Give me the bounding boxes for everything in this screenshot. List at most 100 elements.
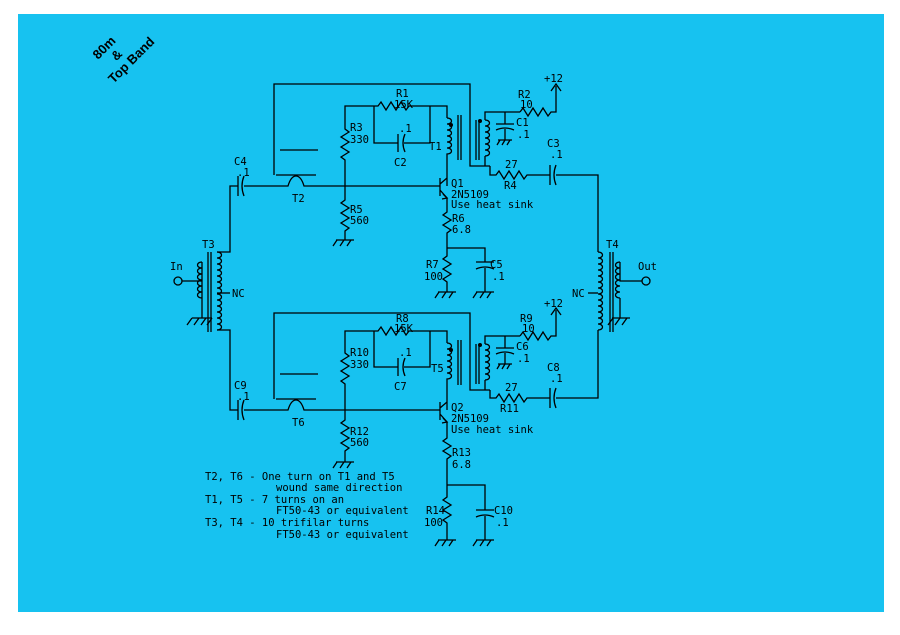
r3-resistor <box>339 105 374 186</box>
r14-ref: R14 <box>426 505 445 517</box>
q2-transistor <box>439 399 448 430</box>
t5-coil-left <box>446 342 453 399</box>
lower-stage: C9 .1 T6 R10 330 R8 15K .1 C7 T5 <box>234 298 563 547</box>
r10-resistor <box>339 330 374 410</box>
r3-value: 330 <box>350 134 369 146</box>
r8-ref: R8 <box>396 313 409 325</box>
r2-ref: R2 <box>518 89 531 101</box>
r11-resistor <box>489 390 550 404</box>
c6-capacitor <box>495 336 515 370</box>
t4-nc-label: NC <box>572 288 585 300</box>
r5-value: 560 <box>350 215 369 227</box>
r10-value: 330 <box>350 359 369 371</box>
c10-value: .1 <box>496 517 509 529</box>
c8-value: .1 <box>550 373 563 385</box>
r6-value: 6.8 <box>452 224 471 236</box>
output-terminal[interactable] <box>641 276 651 286</box>
t5-coil-right <box>484 343 491 381</box>
band-title: 80m & Top Band <box>90 33 158 86</box>
t3-primary-coil <box>196 261 203 299</box>
t3-ground-symbol <box>186 305 213 326</box>
input-label: In <box>170 261 183 273</box>
r1-ref: R1 <box>396 88 409 100</box>
r7-ref: R7 <box>426 259 439 271</box>
winding-notes: T2, T6 - One turn on T1 and T5 wound sam… <box>205 471 409 541</box>
t2-label: T2 <box>292 193 305 205</box>
r3-ref: R3 <box>350 122 363 134</box>
t4-label: T4 <box>606 239 619 251</box>
t6-label: T6 <box>292 417 305 429</box>
c9-value: .1 <box>237 391 250 403</box>
q2-ref: Q2 <box>451 402 464 414</box>
r4-ref: R4 <box>504 180 517 192</box>
c1-value: .1 <box>517 129 530 141</box>
r12-resistor <box>332 410 354 469</box>
r12-ref: R12 <box>350 426 369 438</box>
r9-value: 10 <box>522 323 535 335</box>
c9-label: C9 <box>234 380 247 392</box>
c4-label: C4 <box>234 156 247 168</box>
note-line-2: wound same direction <box>276 482 402 494</box>
note-line-6: FT50-43 or equivalent <box>276 529 409 541</box>
output-section: T4 NC Out <box>556 239 657 399</box>
r14-value: 100 <box>424 517 443 529</box>
c2-ref: C2 <box>394 157 407 169</box>
q1-ref: Q1 <box>451 178 464 190</box>
t1-coil-left <box>446 117 453 175</box>
t3-nc-label: NC <box>232 288 245 300</box>
upper-stage: C4 .1 T2 R3 330 R1 15K .1 C2 T1 <box>234 73 599 299</box>
c8-ref: C8 <box>547 362 560 374</box>
c7-ref: C7 <box>394 381 407 393</box>
q1-transistor <box>439 175 448 206</box>
note-line-4: FT50-43 or equivalent <box>276 505 409 517</box>
r4-resistor <box>489 166 550 181</box>
c7-value: .1 <box>399 347 412 359</box>
t3-secondary-coil <box>216 251 223 331</box>
q1-type: 2N5109 <box>451 189 489 201</box>
c6-ref: C6 <box>516 341 529 353</box>
r2-value: 10 <box>520 99 533 111</box>
c4-value: .1 <box>237 167 250 179</box>
r10-ref: R10 <box>350 347 369 359</box>
input-terminal[interactable] <box>173 276 183 286</box>
input-section: In T3 NC <box>170 185 245 411</box>
t3-label: T3 <box>202 239 215 251</box>
c2-value: .1 <box>399 123 412 135</box>
r5-ref: R5 <box>350 204 363 216</box>
r9-resistor <box>519 310 557 342</box>
c5-capacitor <box>472 261 495 299</box>
output-label: Out <box>638 261 657 273</box>
c1-ref: C1 <box>516 117 529 129</box>
c10-ref: C10 <box>494 505 513 517</box>
note-line-5: T3, T4 - 10 trifilar turns <box>205 517 369 529</box>
r13-ref: R13 <box>452 447 471 459</box>
t4-secondary-coil <box>614 261 621 299</box>
q2-type: 2N5109 <box>451 413 489 425</box>
r14-resistor <box>434 485 456 547</box>
q2-note: Use heat sink <box>451 424 534 436</box>
r9-ref: R9 <box>520 313 533 325</box>
r1-value: 15K <box>394 99 414 111</box>
t4-primary-coil <box>597 251 604 331</box>
c5-value: .1 <box>492 271 505 283</box>
note-line-1: T2, T6 - One turn on T1 and T5 <box>205 471 395 483</box>
c3-value: .1 <box>550 149 563 161</box>
r5-resistor <box>332 186 354 247</box>
c5-ref: C5 <box>490 259 503 271</box>
r13-value: 6.8 <box>452 459 471 471</box>
r12-value: 560 <box>350 437 369 449</box>
r6-ref: R6 <box>452 213 465 225</box>
q1-note: Use heat sink <box>451 199 534 211</box>
r2-resistor <box>519 86 557 118</box>
t4-ground-symbol <box>607 262 642 326</box>
r6-resistor <box>441 206 453 248</box>
r11-value: 27 <box>505 382 518 394</box>
c1-capacitor <box>495 112 515 146</box>
r7-value: 100 <box>424 271 443 283</box>
note-line-3: T1, T5 - 7 turns on an <box>205 494 344 506</box>
r7-resistor <box>434 248 456 299</box>
r8-value: 15K <box>394 323 414 335</box>
r4-value: 27 <box>505 159 518 171</box>
